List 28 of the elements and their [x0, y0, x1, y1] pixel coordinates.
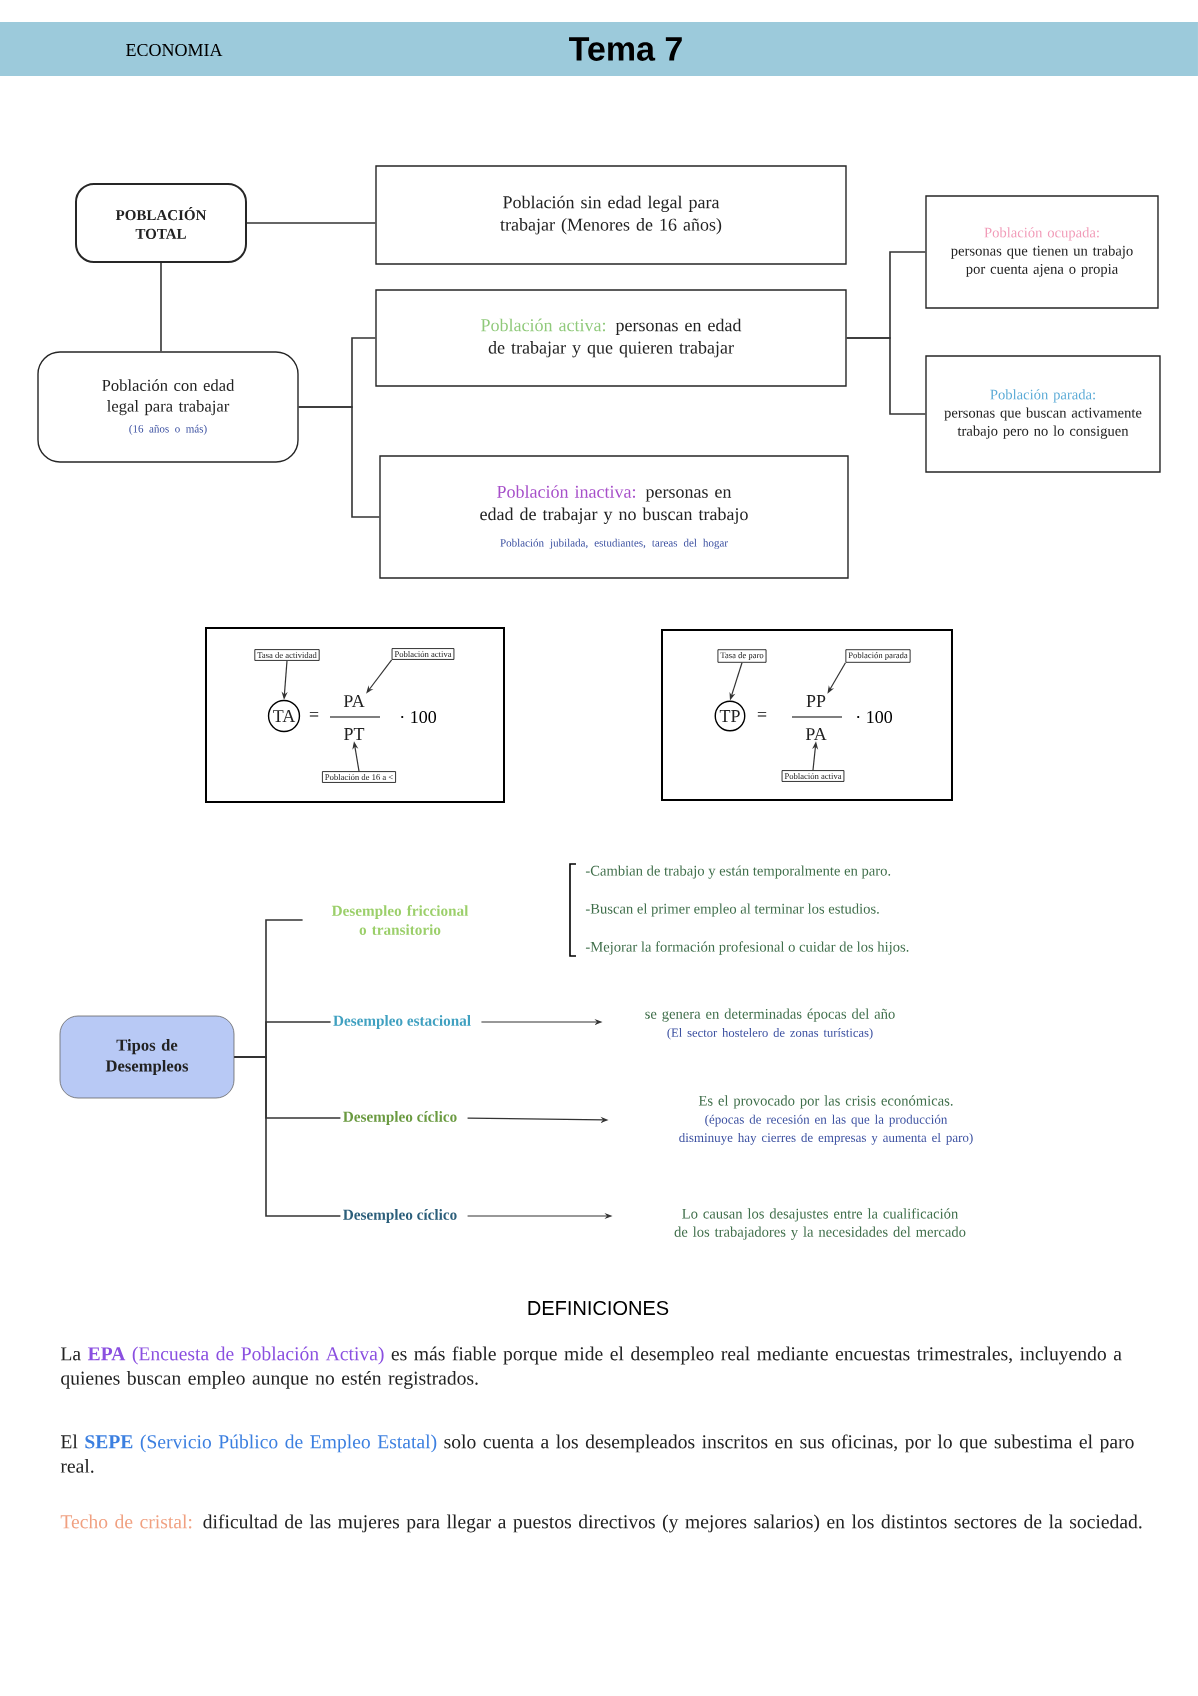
- text-box: Población activa: personas en edad de trabajar y que quieren trabajar: [375, 289, 847, 387]
- formula-term: PA: [343, 695, 365, 707]
- definition-paragraph: Techo de cristal: dificultad de las mujeres para llegar a puestos directivos (y mejores salarios) en los distintos sectores de la sociedad.: [60, 1514, 1142, 1533]
- formula-symbol: =: [309, 711, 319, 717]
- connector-line: [160, 262, 162, 353]
- connector-line: [233, 1056, 342, 1217]
- connector-line: [297, 406, 381, 518]
- connector-line: [845, 337, 927, 415]
- label: solo cuenta a los desempleados inscritos en sus oficinas, por lo que subestima el paro: [444, 1434, 1134, 1453]
- header-label: ECONOMIA: [126, 43, 223, 57]
- label: El: [60, 1434, 78, 1449]
- title: Tema 7: [569, 37, 682, 61]
- formula-symbol: · 100: [857, 710, 893, 724]
- definition-paragraph: La EPA (Encuesta de Población Activa) es más fiable porque mide el desempleo real mediante encuestas trimestrales, incluyendo a quienes buscan empleo aunque no estén registrados.: [60, 1346, 1122, 1389]
- formula-term: PT: [344, 728, 365, 740]
- text-box: Población sin edad legal para trabajar (Menores de 16 años): [375, 165, 847, 265]
- definition-paragraph: El SEPE (Servicio Público de Empleo Estatal) solo cuenta a los desempleados inscritos en sus oficinas, por lo que subestima el paro real.: [60, 1434, 1134, 1473]
- formula-symbol: =: [757, 711, 767, 717]
- section-heading: DEFINICIONES: [528, 1300, 669, 1316]
- connector-line: [246, 222, 377, 224]
- formula-frame: [661, 629, 953, 801]
- formula-frame: [205, 627, 505, 803]
- label: real.: [60, 1458, 94, 1473]
- formula-term: PA: [805, 728, 827, 740]
- formula-term: PP: [806, 695, 826, 707]
- label: SEPE (Servicio Público de Empleo Estatal): [85, 1434, 437, 1453]
- formula-symbol: · 100: [401, 710, 437, 724]
- rounded-box: Tipos de Desempleos: [59, 1015, 235, 1099]
